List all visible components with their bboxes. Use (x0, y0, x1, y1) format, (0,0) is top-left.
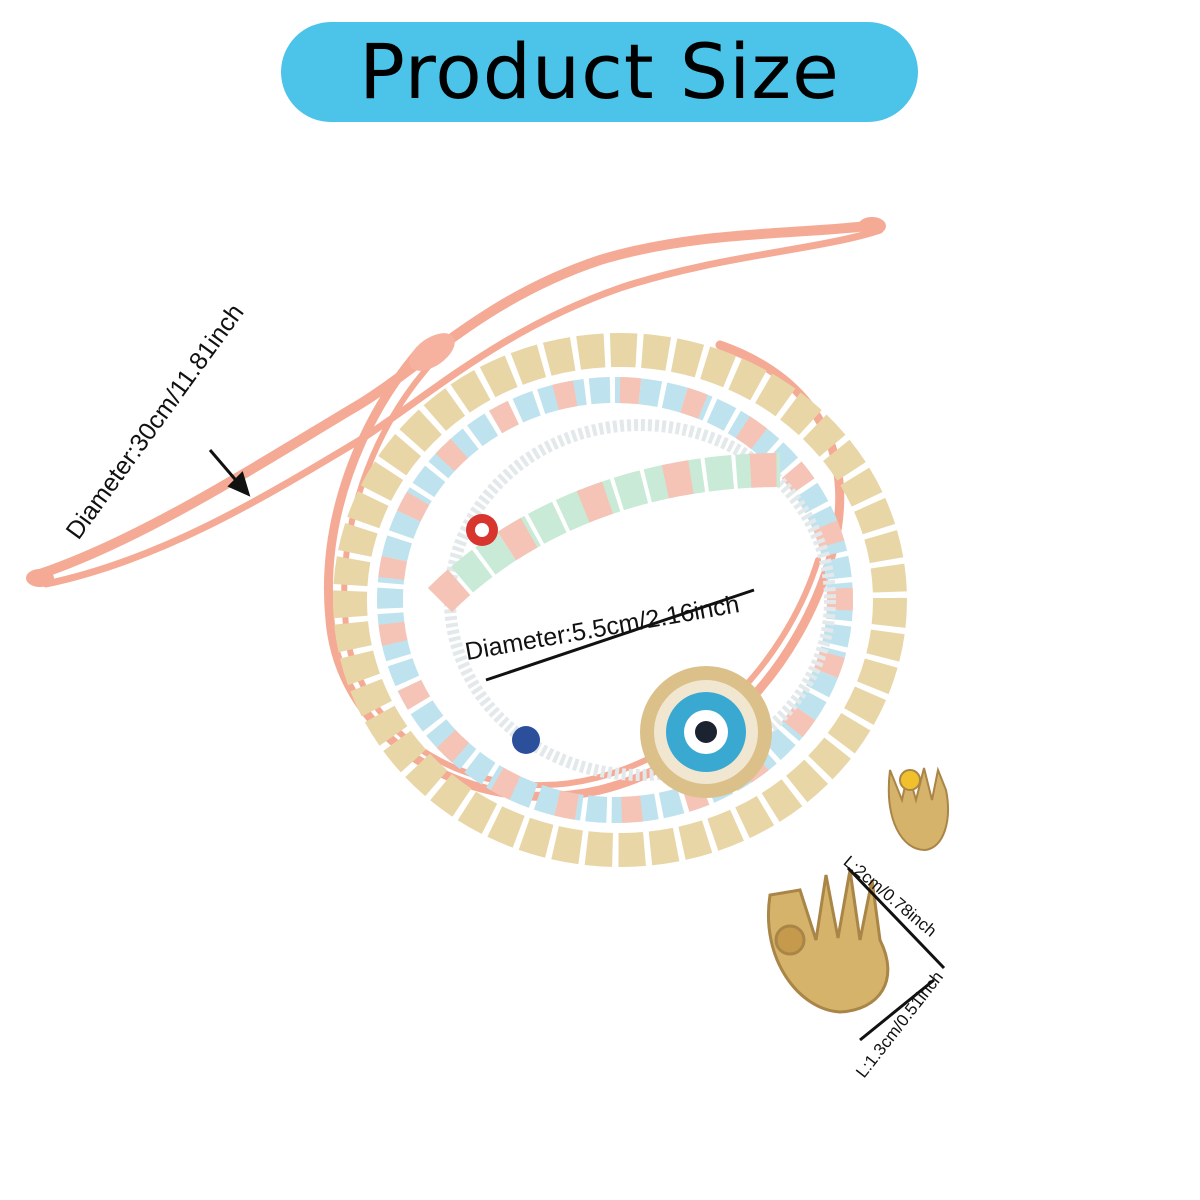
title-banner: Product Size (281, 22, 918, 122)
evil-eye-medallion (640, 666, 772, 798)
dimension-guides (208, 449, 946, 1042)
cord-knot-end (26, 569, 54, 587)
bead-ring-pastel (377, 377, 853, 823)
cord-knot-end (858, 217, 886, 235)
bead-ring-seed (444, 419, 836, 781)
hamsa-charm-small (887, 766, 949, 852)
bead-strand-inner (427, 453, 781, 613)
page-title: Product Size (359, 27, 840, 116)
hamsa-charm-large (767, 869, 890, 1014)
blue-eye-charm (512, 726, 540, 754)
sliding-knot (409, 333, 455, 371)
bead-ring-outer (333, 333, 907, 867)
